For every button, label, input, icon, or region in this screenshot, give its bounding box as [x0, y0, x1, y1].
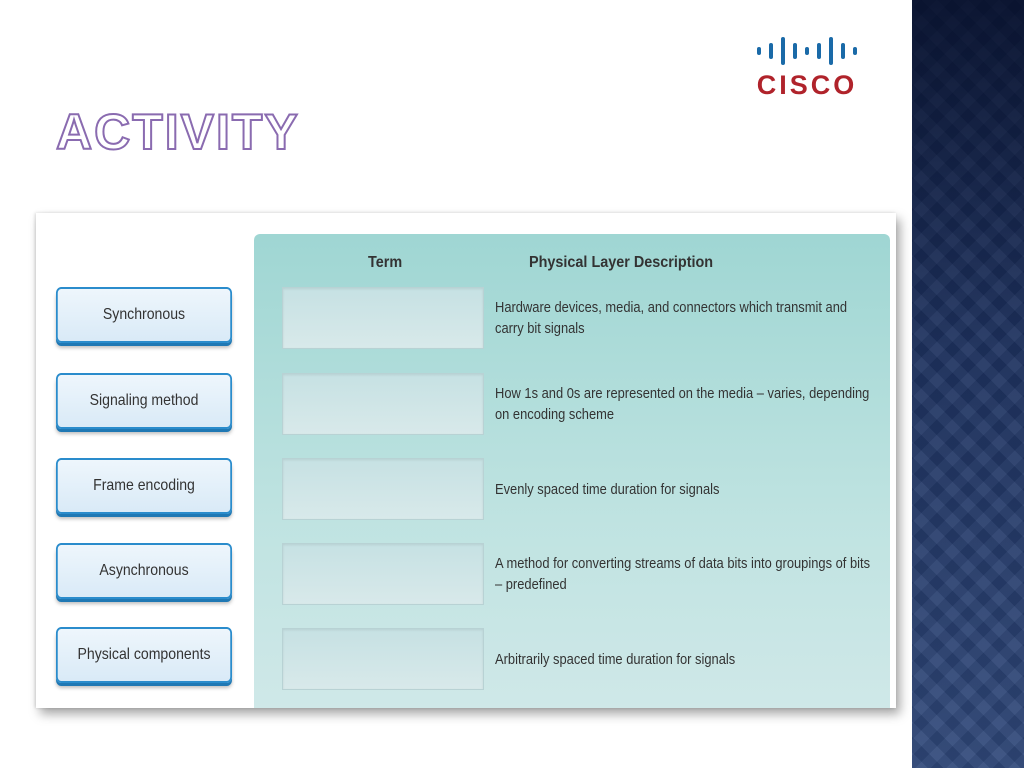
description-5: Arbitrarily spaced time duration for sig…	[495, 628, 935, 690]
description-text: A method for converting streams of data …	[495, 555, 871, 593]
description-4: A method for converting streams of data …	[495, 543, 935, 605]
cisco-logo-bars	[744, 36, 870, 66]
description-text: Arbitrarily spaced time duration for sig…	[495, 650, 736, 668]
cisco-logo-text: CISCO	[756, 70, 858, 100]
drop-target-3[interactable]	[282, 458, 484, 520]
description-3: Evenly spaced time duration for signals	[495, 458, 935, 520]
term-button-synchronous[interactable]: Synchronous	[56, 287, 232, 343]
drop-target-4[interactable]	[282, 543, 484, 605]
description-text: How 1s and 0s are represented on the med…	[495, 385, 870, 423]
drag-drop-activity: Synchronous Signaling method Frame encod…	[36, 213, 896, 708]
drop-target-5[interactable]	[282, 628, 484, 690]
matching-area: Term Physical Layer Description Hardware…	[254, 234, 890, 708]
term-label: Signaling method	[89, 392, 199, 409]
slide-title: ACTIVITY	[55, 103, 300, 161]
term-label: Physical components	[77, 646, 211, 663]
description-column-header: Physical Layer Description	[529, 254, 714, 271]
term-column-header: Term	[368, 254, 403, 271]
term-button-asynchronous[interactable]: Asynchronous	[56, 543, 232, 599]
term-button-frame-encoding[interactable]: Frame encoding	[56, 458, 232, 514]
description-text: Hardware devices, media, and connectors …	[495, 299, 848, 337]
term-button-signaling-method[interactable]: Signaling method	[56, 373, 232, 429]
term-label: Frame encoding	[93, 477, 195, 494]
description-2: How 1s and 0s are represented on the med…	[495, 373, 935, 435]
cisco-logo: CISCO	[744, 36, 870, 106]
description-1: Hardware devices, media, and connectors …	[495, 287, 935, 349]
term-button-physical-components[interactable]: Physical components	[56, 627, 232, 683]
term-label: Asynchronous	[99, 562, 189, 579]
drop-target-1[interactable]	[282, 287, 484, 349]
drop-target-2[interactable]	[282, 373, 484, 435]
decorative-side-strip	[912, 0, 1024, 768]
description-text: Evenly spaced time duration for signals	[495, 480, 720, 498]
term-label: Synchronous	[102, 306, 186, 323]
